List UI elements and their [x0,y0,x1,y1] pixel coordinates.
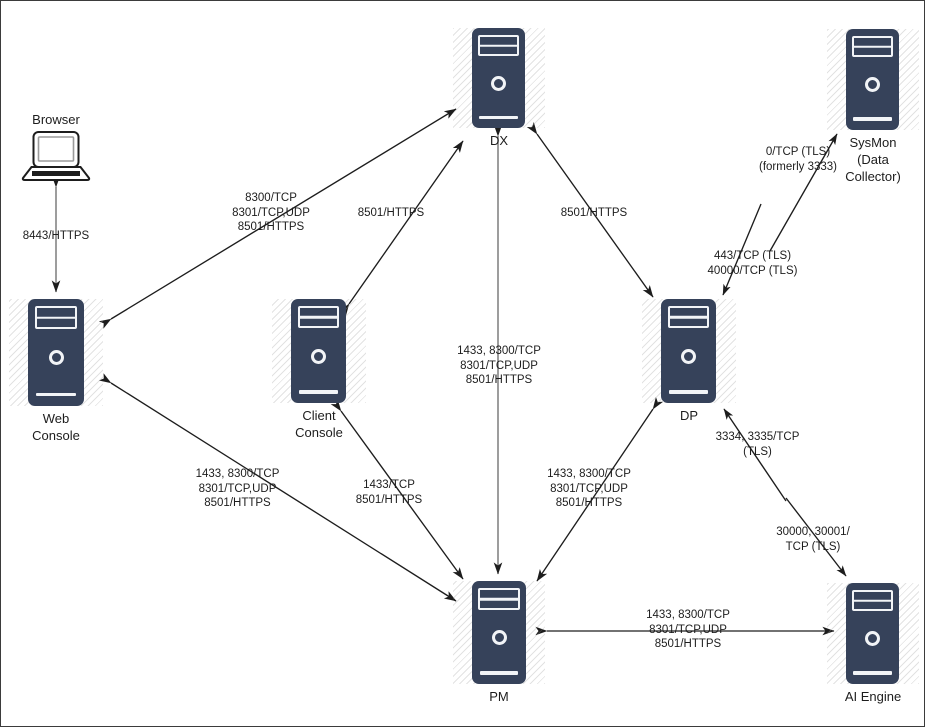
node-dp[interactable]: DP [642,297,736,437]
edge-label-dp-inbound-tls: 443/TCP (TLS) 40000/TCP (TLS) [707,250,798,277]
edge-label-clientconsole-pm: 1433/TCP 8501/HTTPS [355,479,423,506]
server-bar-icon [479,115,518,119]
server-power-icon [48,350,64,366]
server-power-icon [311,348,326,364]
server-bar-icon [853,671,892,675]
node-sysmon[interactable]: SysMon (Data Collector) [827,27,919,197]
server-bays-icon [667,306,710,329]
server-icon [846,583,899,684]
server-bar-icon [668,390,709,394]
edge-label-dx-pm: 1433, 8300/TCP 8301/TCP,UDP 8501/HTTPS [457,345,541,386]
server-bar-icon [479,671,519,675]
server-bays-icon [478,35,519,56]
server-bays-icon [852,590,893,612]
node-browser-label: Browser [32,112,80,127]
server-bays-icon [34,306,78,329]
edge-label-dp-pm: 1433, 8300/TCP 8301/TCP,UDP 8501/HTTPS [547,468,631,509]
server-bays-icon [478,588,520,610]
node-dx[interactable]: DX [453,26,545,156]
node-client-console[interactable]: Client Console [272,297,366,447]
server-bar-icon [853,117,892,121]
edge-label-pm-aiengine: 1433, 8300/TCP 8301/TCP,UDP 8501/HTTPS [646,609,730,650]
edge-label-clientconsole-dx: 8501/HTTPS [357,207,425,219]
node-dx-label: DX [489,133,509,148]
server-power-icon [681,348,696,364]
server-bar-icon [35,392,77,397]
node-web-console[interactable]: Web Console [9,297,103,447]
server-icon [472,581,526,684]
node-ai-engine-label: AI Engine [844,689,902,704]
server-bays-icon [297,306,340,329]
server-bays-icon [852,36,893,58]
server-power-icon [491,630,507,646]
laptop-icon [21,130,91,182]
node-browser[interactable]: Browser [21,111,91,201]
edge-label-dp-aiengine-lower: 30000, 30001/ TCP (TLS) [776,526,850,553]
node-pm-label: PM [489,689,509,704]
server-icon [661,299,716,403]
server-icon [846,29,899,130]
node-dp-label: DP [679,408,699,423]
node-web-console-label: Web Console [32,411,80,443]
node-client-console-label: Client Console [295,408,343,440]
edge-label-webconsole-pm: 1433, 8300/TCP 8301/TCP,UDP 8501/HTTPS [195,468,280,509]
node-ai-engine[interactable]: AI Engine [827,581,919,711]
node-pm[interactable]: PM [453,579,545,709]
server-power-icon [491,75,506,91]
server-icon [291,299,346,403]
server-power-icon [865,631,880,647]
edge-label-dx-dp: 8501/HTTPS [560,207,628,219]
server-bar-icon [298,390,339,394]
edge-label-webconsole-dx: 8300/TCP 8301/TCP,UDP 8501/HTTPS [232,192,310,233]
server-power-icon [865,77,880,93]
node-sysmon-label: SysMon (Data Collector) [845,135,901,184]
edge-label-dp-aiengine-upper: 3334, 3335/TCP (TLS) [715,431,800,458]
edge-label-browser-webconsole: 8443/HTTPS [22,230,90,242]
server-icon [28,299,84,406]
server-icon [472,28,525,128]
edge-clientconsole-dx [338,140,464,316]
edge-label-dp-sysmon: 0/TCP (TLS) (formerly 3333) [759,146,837,173]
